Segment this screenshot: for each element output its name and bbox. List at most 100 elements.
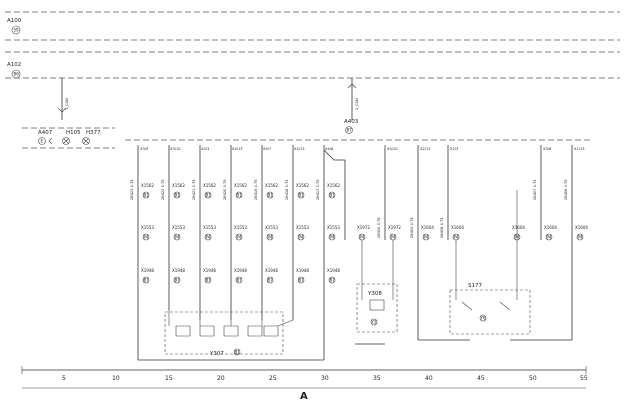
axis-tick: 5 (62, 375, 66, 382)
connector-sub: B7 (268, 278, 274, 283)
pin-label: X4/8 (325, 147, 334, 151)
module-a403-label: A403 (344, 119, 359, 125)
module-a403-sub: B7 (347, 128, 353, 133)
component-s177-sub: Y6 (480, 316, 486, 321)
module-frames (5, 11, 620, 79)
wire-label: 28408 0.75 (440, 217, 444, 238)
pin-label: X4/7 (263, 147, 271, 151)
connector-label: X1553 (141, 225, 154, 230)
connector-label: X1553 (172, 225, 185, 230)
connector-sub: P4 (424, 235, 429, 240)
axis-tick: 20 (217, 375, 225, 382)
connector-label: X1604 (421, 225, 434, 230)
connector-label: X1562 (234, 183, 247, 188)
connector-row-1: X1562 X1562 X1562 X1562 X1562 X1562 X156… (141, 183, 340, 199)
connector-sub: B7 (206, 278, 212, 283)
axis-tick: 55 (580, 375, 588, 382)
connector-label: X1562 (296, 183, 309, 188)
pin-label: X4/10 (387, 147, 398, 151)
connector-sub: B1 (237, 193, 243, 198)
can-bus-right-label: 1_CAN (355, 98, 359, 110)
pin-row: X3/9 X3/10 X4/3 X4/13 X4/7 X4/13 X4/8 X4… (140, 147, 585, 151)
axis-tick: 30 (321, 375, 329, 382)
lamp-h377-icon (82, 137, 90, 145)
pin-label: X3/9 (140, 147, 149, 151)
connector-label: X1972 (357, 225, 370, 230)
connector-label: X1948 (141, 268, 154, 273)
connector-label: X1604 (575, 225, 588, 230)
axis-tick: 40 (425, 375, 433, 382)
pin-label: X4/13 (294, 147, 305, 151)
connector-row-2: X1553 X1553 X1553 X1553 X1553 X1553 X155… (141, 225, 588, 241)
wire-label: 28418 0.75 (285, 179, 289, 200)
connector-label: X1604 (512, 225, 525, 230)
axis-tick: 15 (165, 375, 173, 382)
connector-sub: B7 (144, 278, 150, 283)
connector-label: X1562 (141, 183, 154, 188)
connector-sub: P4 (454, 235, 459, 240)
connector-label: X1948 (296, 268, 309, 273)
connector-sub: B7 (330, 278, 336, 283)
wire-label: 28417 0.75 (316, 179, 320, 200)
connector-label: X1972 (388, 225, 401, 230)
connector-label: X1562 (203, 183, 216, 188)
module-h377-label: H377 (86, 130, 101, 136)
module-a407-group: A407 H105 H377 E (22, 127, 115, 149)
axis-tick: 45 (477, 375, 485, 382)
connector-label: X1948 (203, 268, 216, 273)
component-y307: Y307 B1 (164, 310, 294, 357)
connector-sub: P4 (330, 235, 335, 240)
connector-label: X1553 (203, 225, 216, 230)
pin-label: X2/13 (420, 147, 431, 151)
can-bus-right: 1_CAN (347, 78, 359, 120)
connector-sub: B1 (175, 193, 181, 198)
component-y308-label: Y308 (367, 291, 382, 297)
module-a403: A403 B7 (344, 119, 359, 134)
wire-label: 28410 0.75 (377, 217, 381, 238)
wire-labels: 28423 0.75 28422 0.75 28421 0.75 28420 0… (130, 179, 568, 238)
connector-sub: P4 (547, 235, 552, 240)
connector-label: X1562 (172, 183, 185, 188)
wire-label: 28422 0.75 (161, 179, 165, 200)
component-y307-sub: B1 (235, 350, 241, 355)
connector-sub: B1 (330, 193, 336, 198)
axis-tick: 10 (112, 375, 120, 382)
can-bus-left: 1_CAN (57, 78, 69, 120)
ruler: 5 10 15 20 25 30 35 40 45 50 55 A (21, 366, 588, 402)
connector-sub: B7 (299, 278, 305, 283)
wire-label: 28406 0.75 (564, 179, 568, 200)
axis-tick: 50 (529, 375, 537, 382)
pin-label: X4/13 (232, 147, 243, 151)
connector-sub: P4 (206, 235, 211, 240)
module-a100: A100 59 (7, 18, 22, 35)
can-bus-left-label: 1_CAN (65, 98, 69, 110)
connector-sub: P4 (175, 235, 180, 240)
wire-label: 28421 0.75 (192, 179, 196, 200)
pin-label: X3/8 (543, 147, 552, 151)
wire-label: 28407 0.75 (533, 179, 537, 200)
module-a407-sub: E (41, 139, 44, 144)
connector-row-3: X1948 X1948 X1948 X1948 X1948 X1948 X194… (141, 268, 340, 284)
module-a407-label: A407 (38, 130, 53, 136)
component-y307-label: Y307 (209, 351, 224, 357)
connector-label: X1948 (265, 268, 278, 273)
connector-label: X1604 (544, 225, 557, 230)
module-h105-label: H105 (66, 130, 81, 136)
module-a102: A102 B6 (7, 62, 21, 79)
connector-label: X1553 (296, 225, 309, 230)
component-s177: S177 Y6 (418, 190, 572, 341)
connector-sub: B7 (175, 278, 181, 283)
connector-label: X1604 (451, 225, 464, 230)
section-label: A (300, 391, 308, 402)
component-y308: Y308 Y2 (355, 240, 398, 345)
lamp-h105-icon (62, 137, 70, 145)
pin-label: X2/3 (450, 147, 458, 151)
wire-label: 28423 0.75 (130, 179, 134, 200)
connector-sub: B1 (268, 193, 274, 198)
pin-label: X1/13 (574, 147, 585, 151)
connector-sub: P4 (144, 235, 149, 240)
connector-label: X1553 (265, 225, 278, 230)
component-y308-sub: Y2 (371, 320, 377, 325)
connector-sub: P4 (237, 235, 242, 240)
